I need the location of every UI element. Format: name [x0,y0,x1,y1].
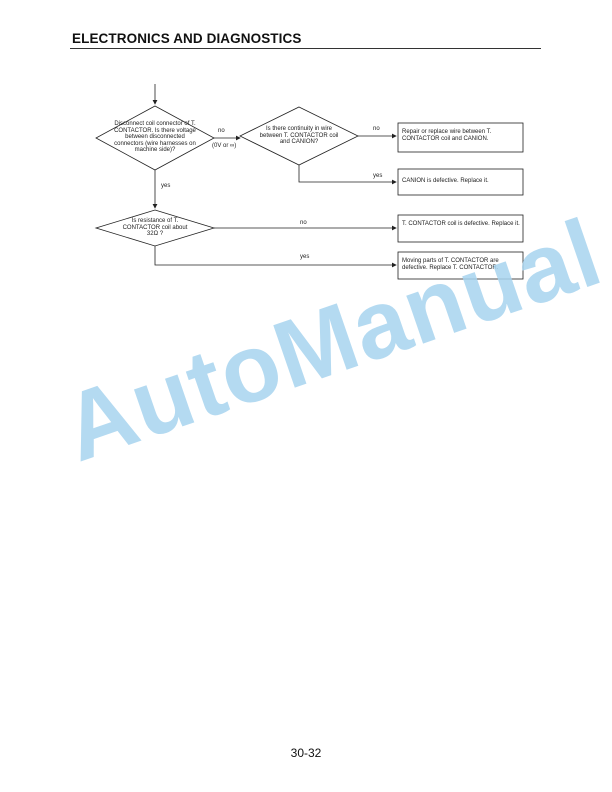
arrow-d2-yes [298,165,397,185]
page-number: 30-32 [290,746,322,760]
label-no-1-note: (0V or ∞) [212,143,237,149]
label-no-1: no [218,128,225,134]
label-yes-2: yes [373,173,383,179]
result-canion-box [397,168,524,196]
result-coil-box [397,214,524,243]
label-no-3: no [300,220,307,226]
result-coil-text: T. CONTACTOR coil is defective. Replace … [402,221,520,227]
header-rule [70,48,541,49]
label-yes-1: yes [161,183,171,189]
result-repair-wire-box [397,122,524,153]
label-yes-3: yes [300,254,310,260]
result-moving-parts-text: Moving parts of T. CONTACTOR are defecti… [402,258,499,271]
decision-continuity-text: Is there continuity in wire between T. C… [259,126,339,145]
result-repair-wire-text: Repair or replace wire between T. CONTAC… [402,129,492,142]
result-canion-text: CANION is defective. Replace it. [402,178,489,184]
arrow-d3-yes [154,246,397,268]
decision-resistance-text: Is resistance of T. CONTACTOR coil about… [122,218,188,237]
result-moving-parts-box [397,251,524,280]
decision-voltage-text: Disconnect coil connector of T. CONTACTO… [114,121,196,153]
page-header-title: ELECTRONICS AND DIAGNOSTICS [72,31,302,46]
label-no-2: no [373,126,380,132]
